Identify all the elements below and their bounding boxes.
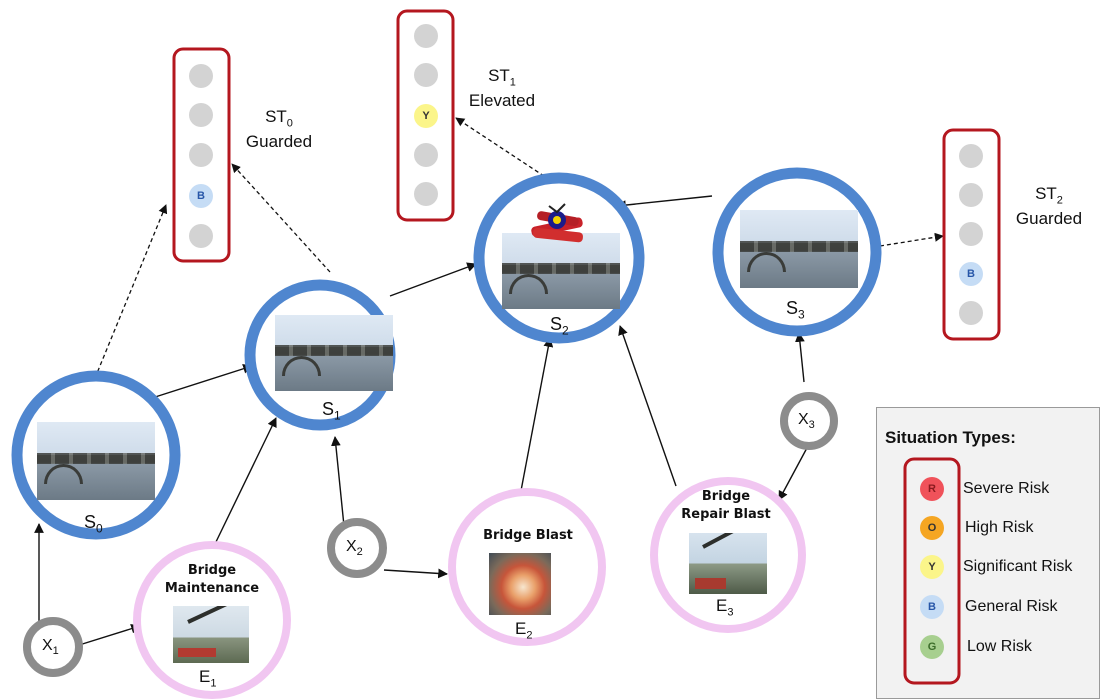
e3-repair-photo — [689, 533, 767, 594]
arrow-s0-st0 — [94, 204, 168, 379]
legend-dot-significant — [920, 555, 944, 579]
arrow-e1-s1 — [213, 417, 277, 547]
st2-marker: B — [967, 268, 975, 280]
legend-letter-o: O — [927, 522, 937, 534]
legend-letter-g: G — [927, 641, 937, 653]
transition-arrows — [34, 195, 809, 647]
arrow-x3-s3 — [795, 332, 805, 383]
arrow-x2-s1 — [331, 436, 345, 527]
s2-bridge-photo — [502, 233, 620, 309]
st1-panel — [396, 9, 455, 222]
st1-slot-1 — [414, 24, 438, 48]
st1-slot-4 — [414, 143, 438, 167]
legend-dot-low — [920, 635, 944, 659]
st1-slot-3 — [414, 104, 438, 128]
st2-title: ST2 Guarded — [1015, 184, 1083, 229]
s3-bridge-photo — [740, 210, 858, 288]
situation-arrows — [94, 117, 944, 379]
legend-dot-general — [920, 595, 944, 619]
st0-title: ST0 Guarded — [245, 107, 313, 152]
arrow-s1-s2 — [389, 262, 477, 297]
input-x1 — [23, 617, 83, 677]
st2-slot-5 — [959, 301, 983, 325]
legend-label-severe: Severe Risk — [963, 480, 1050, 497]
arrow-x2-e2 — [383, 568, 448, 579]
legend-dot-severe — [920, 477, 944, 501]
st1-slot-5 — [414, 182, 438, 206]
arrow-s0-s1 — [151, 364, 253, 399]
arrow-s1-st0 — [231, 163, 331, 273]
st1-title: ST1 Elevated — [468, 66, 536, 111]
arrow-s2-st1 — [455, 117, 551, 181]
legend-dot-high — [920, 516, 944, 540]
legend-letter-y: Y — [928, 561, 936, 573]
legend-label-significant: Significant Risk — [963, 558, 1073, 575]
legend-letter-b: B — [928, 601, 936, 613]
st1-slot-2 — [414, 63, 438, 87]
arrow-x1-e1 — [75, 623, 141, 647]
legend-letter-r: R — [928, 483, 936, 495]
x1-label: X1 — [42, 637, 59, 658]
arrow-e2-s2 — [519, 337, 554, 497]
arrow-s3-s2 — [616, 195, 713, 210]
x3-label: X3 — [798, 411, 815, 432]
e1-label: E1 — [199, 667, 217, 690]
legend-label-high: High Risk — [965, 519, 1034, 536]
s1-bridge-photo — [275, 315, 393, 391]
s2-label: S2 — [550, 314, 569, 338]
st0-slot-5 — [189, 224, 213, 248]
st0-slot-1 — [189, 64, 213, 88]
legend-title: Situation Types: — [885, 428, 1016, 447]
e2-label: E2 — [515, 619, 533, 642]
st2-slot-4 — [959, 262, 983, 286]
arrow-x3-e3 — [778, 445, 809, 501]
s3-label: S3 — [786, 298, 805, 322]
e1-maintenance-photo — [173, 606, 249, 663]
st0-panel — [172, 47, 231, 263]
legend: Situation Types: R O Y B G Severe Risk H… — [876, 407, 1100, 699]
s0-bridge-photo — [37, 422, 155, 500]
st2-slot-2 — [959, 183, 983, 207]
st1-marker: Y — [422, 110, 430, 122]
st2-panel — [942, 128, 1001, 341]
st0-slot-2 — [189, 103, 213, 127]
legend-panel — [903, 457, 961, 685]
st0-marker: B — [197, 190, 205, 202]
s0-label: S0 — [84, 512, 103, 536]
st2-slot-3 — [959, 222, 983, 246]
s1-label: S1 — [322, 399, 341, 423]
input-x2 — [327, 518, 387, 578]
st0-slot-4 — [189, 184, 213, 208]
e3-label: E3 — [716, 596, 734, 619]
legend-label-general: General Risk — [965, 598, 1058, 615]
e2-blast-photo — [489, 553, 551, 615]
e2-title: Bridge Blast — [483, 528, 573, 543]
arrow-s3-st2 — [879, 232, 944, 247]
input-x3 — [780, 392, 838, 450]
st0-slot-3 — [189, 143, 213, 167]
arrow-e3-s2 — [618, 325, 677, 487]
x2-label: X2 — [346, 538, 363, 559]
legend-label-low: Low Risk — [967, 638, 1032, 655]
explosive-icon — [531, 203, 583, 243]
st2-slot-1 — [959, 144, 983, 168]
